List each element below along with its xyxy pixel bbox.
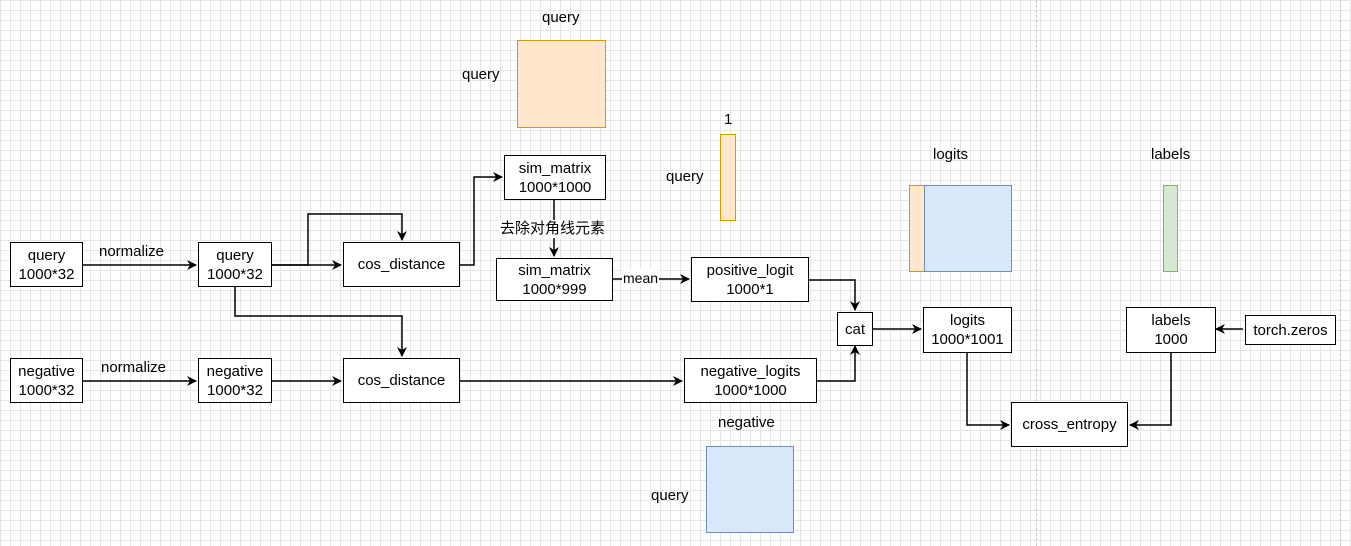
node-shape: 1000*1	[726, 280, 774, 298]
node-sim-matrix-offdiag[interactable]: sim_matrix 1000*999	[496, 258, 613, 301]
node-title: negative	[206, 362, 264, 380]
node-torch-zeros[interactable]: torch.zeros	[1245, 315, 1336, 345]
node-negative-normalized[interactable]: negative 1000*32	[198, 358, 272, 403]
node-shape: 1000*999	[522, 280, 587, 298]
node-shape: 1000*1001	[931, 331, 1004, 348]
illus-col-top-label: 1	[724, 111, 733, 128]
node-title: logits	[949, 312, 986, 329]
node-title: query	[27, 246, 66, 264]
illus-neg-top-label: negative	[718, 414, 775, 431]
node-sim-matrix[interactable]: sim_matrix 1000*1000	[504, 155, 606, 200]
edge-label-mean: mean	[622, 269, 660, 287]
illus-logits-negative-block	[924, 185, 1012, 272]
node-negative-input[interactable]: negative 1000*32	[10, 358, 83, 403]
illus-qq-left-label: query	[462, 66, 500, 83]
node-shape: 1000*32	[18, 381, 75, 399]
node-shape: 1000*1000	[714, 381, 787, 399]
node-labels[interactable]: labels 1000	[1126, 307, 1216, 353]
node-shape: 1000*32	[18, 265, 75, 283]
edge-pos-to-cat	[808, 279, 860, 311]
edge-neg-to-cat	[817, 345, 860, 382]
node-logits[interactable]: logits 1000*1001	[923, 307, 1012, 353]
edge-label-remove-diagonal: 去除对角线元素	[499, 220, 607, 238]
node-query-normalized[interactable]: query 1000*32	[198, 242, 272, 287]
illus-qq-top-label: query	[542, 9, 580, 26]
edge-query-to-cos-neg	[234, 287, 407, 357]
node-cos-distance-negative[interactable]: cos_distance	[343, 358, 460, 403]
node-positive-logit[interactable]: positive_logit 1000*1	[691, 257, 809, 302]
node-cos-distance-query[interactable]: cos_distance	[343, 242, 460, 287]
divider-line	[1340, 0, 1341, 546]
node-title: torch.zeros	[1253, 321, 1328, 339]
illus-qq-matrix	[517, 40, 606, 128]
illus-query-column	[720, 134, 736, 221]
node-title: negative	[18, 362, 75, 380]
illus-logits-title: logits	[933, 146, 969, 163]
node-cross-entropy[interactable]: cross_entropy	[1011, 402, 1128, 447]
divider-line	[1036, 0, 1037, 546]
node-title: sim_matrix	[518, 159, 592, 177]
node-cat[interactable]: cat	[837, 312, 873, 346]
node-title: query	[216, 246, 254, 264]
node-shape: 1000*1000	[518, 178, 592, 196]
node-title: cat	[844, 320, 865, 338]
node-shape: 1000	[1154, 331, 1188, 348]
edge-query-loop-to-cos	[272, 213, 407, 266]
node-title: labels	[1151, 312, 1191, 329]
illus-negative-matrix	[706, 446, 794, 533]
node-title: sim_matrix	[518, 261, 591, 279]
node-title: cos_distance	[357, 372, 446, 389]
node-query-input[interactable]: query 1000*32	[10, 242, 83, 287]
node-title: positive_logit	[706, 261, 794, 279]
node-shape: 1000*32	[207, 381, 263, 399]
node-title: negative_logits	[700, 362, 801, 380]
illus-labels-column	[1163, 185, 1178, 272]
illus-logits-positive-col	[909, 185, 925, 272]
node-shape: 1000*32	[207, 265, 263, 283]
edge-label-normalize-negative: normalize	[101, 359, 167, 376]
edge-labels-to-ce	[1129, 353, 1172, 430]
node-title: cross_entropy	[1022, 416, 1117, 433]
illus-labels-title: labels	[1151, 146, 1191, 163]
illus-neg-left-label: query	[651, 487, 689, 504]
edge-cos-to-sim	[460, 172, 503, 266]
node-title: cos_distance	[357, 256, 446, 273]
node-negative-logits[interactable]: negative_logits 1000*1000	[684, 358, 817, 403]
illus-col-left-label: query	[666, 168, 704, 185]
edge-label-normalize-query: normalize	[99, 243, 165, 260]
edge-logits-to-ce	[966, 353, 1010, 430]
